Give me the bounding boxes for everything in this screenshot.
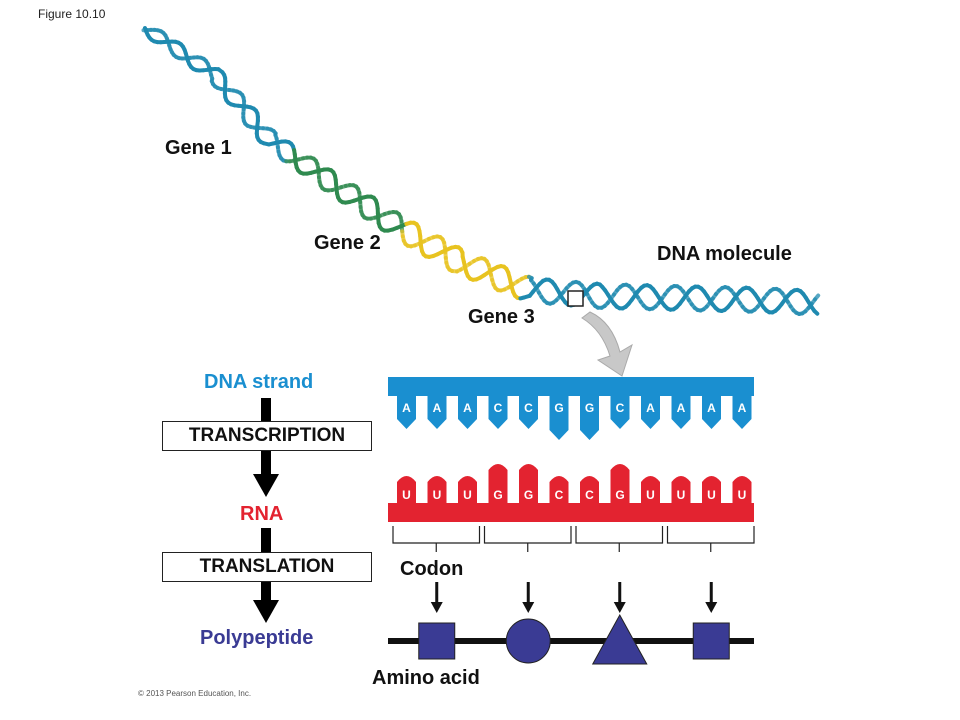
helix-strand-segment bbox=[813, 293, 821, 302]
rna-base-tooth bbox=[519, 464, 538, 504]
codon-bracket bbox=[392, 526, 481, 544]
flow-segment-2 bbox=[261, 451, 271, 475]
flow-arrowhead-rna bbox=[253, 474, 279, 497]
rna-base-tooth bbox=[671, 476, 691, 504]
rna-base-tooth bbox=[610, 464, 630, 504]
dna-strand-backbone bbox=[388, 377, 754, 396]
dna-base-letter: C bbox=[524, 401, 533, 415]
transcription-box: TRANSCRIPTION bbox=[162, 421, 372, 451]
dna-base-tooth bbox=[671, 395, 691, 429]
dna-base-letter: A bbox=[707, 401, 716, 415]
codon-bracket bbox=[483, 526, 572, 544]
dna-base-letter: G bbox=[554, 401, 563, 415]
gene-3-label: Gene 3 bbox=[468, 306, 535, 328]
rna-base-tooth bbox=[488, 464, 508, 504]
figure-label: Figure 10.10 bbox=[38, 7, 106, 21]
helix-strand-segment bbox=[812, 308, 820, 316]
zoom-box bbox=[567, 290, 584, 307]
rna-strand-backbone bbox=[388, 503, 754, 522]
gene-2-label: Gene 2 bbox=[314, 232, 381, 254]
dna-base-tooth bbox=[427, 395, 447, 429]
dna-base-tooth bbox=[610, 395, 630, 429]
dna-base-letter: A bbox=[738, 401, 747, 415]
dna-base-tooth bbox=[549, 395, 569, 440]
dna-base-letter: G bbox=[585, 401, 594, 415]
codon-bracket bbox=[575, 526, 664, 544]
codon-arrow-head bbox=[705, 602, 718, 613]
dna-molecule-label: DNA molecule bbox=[657, 243, 792, 265]
rna-base-letter: U bbox=[677, 488, 686, 502]
codon-brackets bbox=[392, 526, 755, 552]
dna-base-letter: A bbox=[463, 401, 472, 415]
rna-base-tooth bbox=[458, 476, 477, 504]
codon-arrow-head bbox=[522, 602, 535, 613]
rna-base-tooth bbox=[397, 476, 416, 504]
rna-base-letter: U bbox=[707, 488, 716, 502]
amino-acid-square bbox=[418, 622, 456, 660]
dna-base-tooth bbox=[732, 395, 752, 429]
rna-base-tooth bbox=[702, 476, 721, 504]
amino-acid-triangle bbox=[591, 613, 648, 665]
dna-base-letter: A bbox=[677, 401, 686, 415]
rna-base-tooth bbox=[549, 476, 569, 504]
rna-base-letter: G bbox=[493, 488, 502, 502]
amino-acids bbox=[418, 613, 730, 665]
dna-base-letter: C bbox=[616, 401, 625, 415]
rna-base-letter: U bbox=[402, 488, 411, 502]
dna-base-tooth bbox=[519, 395, 538, 429]
dna-base-tooth bbox=[641, 395, 660, 429]
amino-acid-circle bbox=[505, 618, 551, 664]
rna-base-letter: G bbox=[524, 488, 533, 502]
rna-base-tooth bbox=[580, 476, 599, 504]
rna-base-letter: C bbox=[585, 488, 594, 502]
flow-arrowhead-polypeptide bbox=[253, 600, 279, 623]
flow-segment-4 bbox=[261, 582, 271, 602]
dna-base-tooth bbox=[488, 395, 508, 429]
codon-arrows bbox=[430, 582, 718, 613]
amino-acid-label: Amino acid bbox=[372, 667, 480, 689]
dna-strand-label: DNA strand bbox=[204, 371, 314, 393]
dna-base-letter: A bbox=[402, 401, 411, 415]
codon-arrow-head bbox=[430, 602, 443, 613]
dna-base-tooth bbox=[458, 395, 477, 429]
zoom-arrow bbox=[581, 311, 633, 377]
flow-segment-1 bbox=[261, 398, 271, 422]
translation-box: TRANSLATION bbox=[162, 552, 372, 582]
codon-bracket bbox=[666, 526, 755, 544]
dna-base-tooth bbox=[580, 395, 599, 440]
dna-base-tooth bbox=[702, 395, 721, 429]
dna-base-letter: A bbox=[433, 401, 442, 415]
polypeptide-label: Polypeptide bbox=[200, 627, 314, 649]
rna-base-letter: U bbox=[738, 488, 747, 502]
rna-base-tooth bbox=[732, 476, 752, 504]
copyright-notice: © 2013 Pearson Education, Inc. bbox=[138, 689, 252, 698]
rna-base-tooth bbox=[641, 476, 660, 504]
rna-base-letter: U bbox=[646, 488, 655, 502]
codon-label: Codon bbox=[400, 558, 464, 580]
dna-helix bbox=[141, 26, 821, 316]
dna-base-letter: C bbox=[494, 401, 503, 415]
rna-base-letter: C bbox=[555, 488, 564, 502]
dna-base-tooth bbox=[397, 395, 416, 429]
rna-base-letter: U bbox=[463, 488, 472, 502]
dna-base-letter: A bbox=[646, 401, 655, 415]
amino-acid-square bbox=[692, 622, 730, 660]
rna-base-letter: G bbox=[615, 488, 624, 502]
rna-base-tooth bbox=[427, 476, 447, 504]
gene-1-label: Gene 1 bbox=[165, 137, 232, 159]
flow-segment-3 bbox=[261, 528, 271, 552]
rna-label: RNA bbox=[240, 503, 284, 525]
codon-arrow-head bbox=[613, 602, 626, 613]
rna-base-letter: U bbox=[433, 488, 442, 502]
